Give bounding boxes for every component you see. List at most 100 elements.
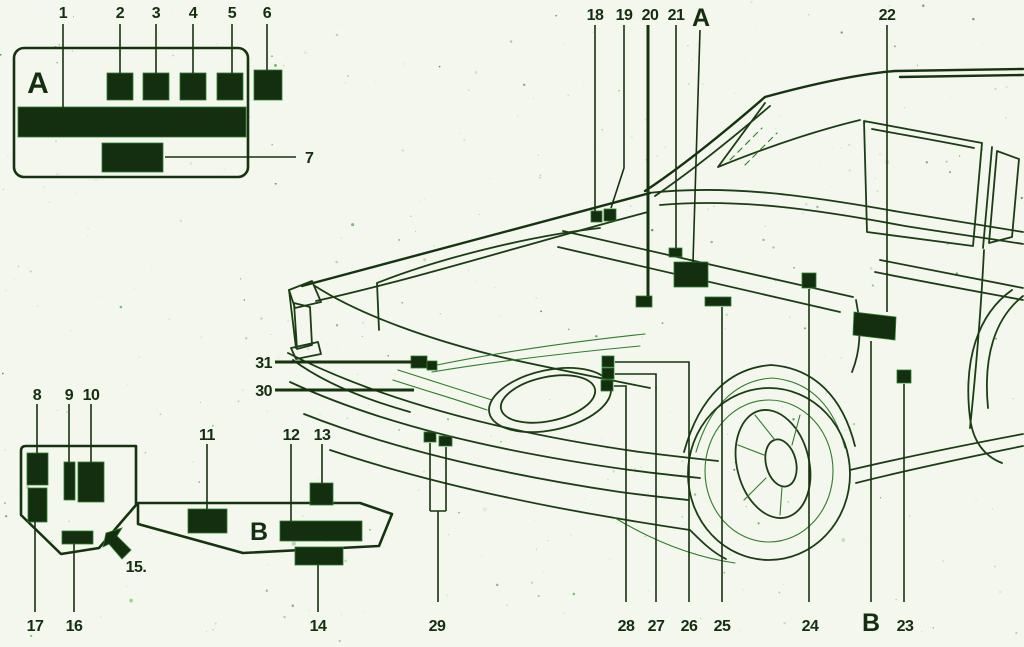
callout-label-20: 20 xyxy=(642,7,659,24)
callout-label-27: 27 xyxy=(648,618,665,635)
tire-inner xyxy=(704,399,834,543)
car-callouts: 18 19 20 21 A 22 29 28 27 26 25 24 B 23 … xyxy=(255,4,914,637)
quarter-window xyxy=(988,150,1020,244)
windshield-glass-edges xyxy=(717,102,861,168)
relay-17 xyxy=(27,487,48,523)
inset-a-panel-outline xyxy=(12,46,250,179)
underbody-line xyxy=(614,517,736,564)
marker-20 xyxy=(635,295,653,308)
relay-8 xyxy=(26,452,49,486)
relay-11 xyxy=(187,508,228,534)
pointer-arrow-15 xyxy=(102,527,132,560)
tire-outer xyxy=(687,387,851,561)
beltline-lower xyxy=(659,202,1024,245)
callout-label-30: 30 xyxy=(255,383,272,400)
callout-label-22: 22 xyxy=(879,7,896,24)
bumper-mid-line xyxy=(289,381,701,479)
callout-line-28 xyxy=(614,385,627,602)
inset-a-callout-lines xyxy=(62,24,296,158)
right-fender-edge xyxy=(851,299,861,373)
callout-label-26: 26 xyxy=(681,618,698,635)
relay-9 xyxy=(63,461,76,501)
callout-label-19: 19 xyxy=(616,7,633,24)
car-callout-markers xyxy=(410,208,912,447)
fender-top-line xyxy=(300,191,652,288)
engine-bay-front-arc xyxy=(376,227,601,331)
callout-label-25: 25 xyxy=(714,618,731,635)
door-shut-line xyxy=(969,249,985,429)
inset-a: A 1 2 3 4 5 6 7 xyxy=(12,5,315,179)
door-top-lines xyxy=(874,259,1024,301)
inset-b-letter: B xyxy=(250,518,268,546)
inset-b-right-panel-outline xyxy=(136,501,394,555)
a-pillar-inner-line xyxy=(654,105,771,197)
relay-16 xyxy=(61,530,94,545)
front-wheel-arch-inner xyxy=(695,377,846,453)
marker-21 xyxy=(668,247,683,258)
marker-25 xyxy=(704,296,732,307)
callout-label-15: 15. xyxy=(126,559,147,576)
marker-19 xyxy=(603,208,617,222)
valance-line xyxy=(329,449,727,560)
callout-label-18: 18 xyxy=(587,7,604,24)
callout-label-31: 31 xyxy=(255,355,272,372)
marker-28 xyxy=(600,379,614,392)
front-wheel-arch xyxy=(683,364,856,453)
relay-strip-12 xyxy=(279,520,363,542)
callout-label-5: 5 xyxy=(228,5,237,22)
fuse-5 xyxy=(216,72,244,101)
callout-label-23: 23 xyxy=(897,618,914,635)
car-section-b-label: B xyxy=(862,609,880,637)
callout-label-4: 4 xyxy=(189,5,198,22)
bumper-top-line xyxy=(287,352,719,462)
callout-line-27 xyxy=(615,373,657,602)
callout-line-29 xyxy=(429,443,447,602)
fender-band-line xyxy=(315,211,649,302)
fuse-strip-1 xyxy=(17,106,247,138)
callout-label-3: 3 xyxy=(152,5,161,22)
component-7 xyxy=(101,142,164,173)
wheel-spokes xyxy=(737,414,801,516)
marker-31a xyxy=(410,355,428,369)
callout-label-6: 6 xyxy=(263,5,272,22)
wheel-rim xyxy=(734,409,812,519)
fuse-6 xyxy=(253,69,283,101)
roof-line xyxy=(763,67,1024,99)
front-panel-edge xyxy=(314,285,651,389)
marker-29b xyxy=(438,435,453,447)
marker-18 xyxy=(590,210,603,223)
wiper-arm-lines xyxy=(431,333,646,373)
callout-label-1: 1 xyxy=(59,5,68,22)
callout-label-13: 13 xyxy=(314,427,331,444)
callout-label-2: 2 xyxy=(116,5,125,22)
callout-label-8: 8 xyxy=(33,387,42,404)
callout-label-28: 28 xyxy=(618,618,635,635)
marker-24 xyxy=(801,272,817,289)
inset-b-callout-lines xyxy=(34,404,323,612)
sill-lines xyxy=(849,433,1024,484)
marker-31b xyxy=(426,360,438,371)
callout-label-14: 14 xyxy=(310,618,327,635)
headlamp-recess-inner xyxy=(499,374,597,424)
marker-23 xyxy=(896,369,912,384)
windshield-reflection-dashes xyxy=(729,127,778,166)
callout-label-10: 10 xyxy=(83,387,100,404)
fuse-2 xyxy=(106,72,134,101)
marker-section-b-box xyxy=(852,311,897,341)
marker-section-a-box xyxy=(673,261,709,288)
fuse-4 xyxy=(179,72,207,101)
door-window xyxy=(863,120,983,247)
callout-label-11: 11 xyxy=(199,427,216,444)
inset-b: B 8 9 10 11 12 13 15. 17 16 14 xyxy=(19,387,394,635)
relay-10 xyxy=(77,461,105,503)
callout-label-21: 21 xyxy=(668,7,685,24)
callout-label-7: 7 xyxy=(305,150,314,167)
b-pillar-line xyxy=(982,146,993,249)
a-pillar-line xyxy=(643,95,767,193)
marker-26 xyxy=(601,355,615,368)
callout-label-17: 17 xyxy=(27,618,44,635)
marker-29a xyxy=(423,431,437,443)
callout-line-19 xyxy=(610,25,625,209)
